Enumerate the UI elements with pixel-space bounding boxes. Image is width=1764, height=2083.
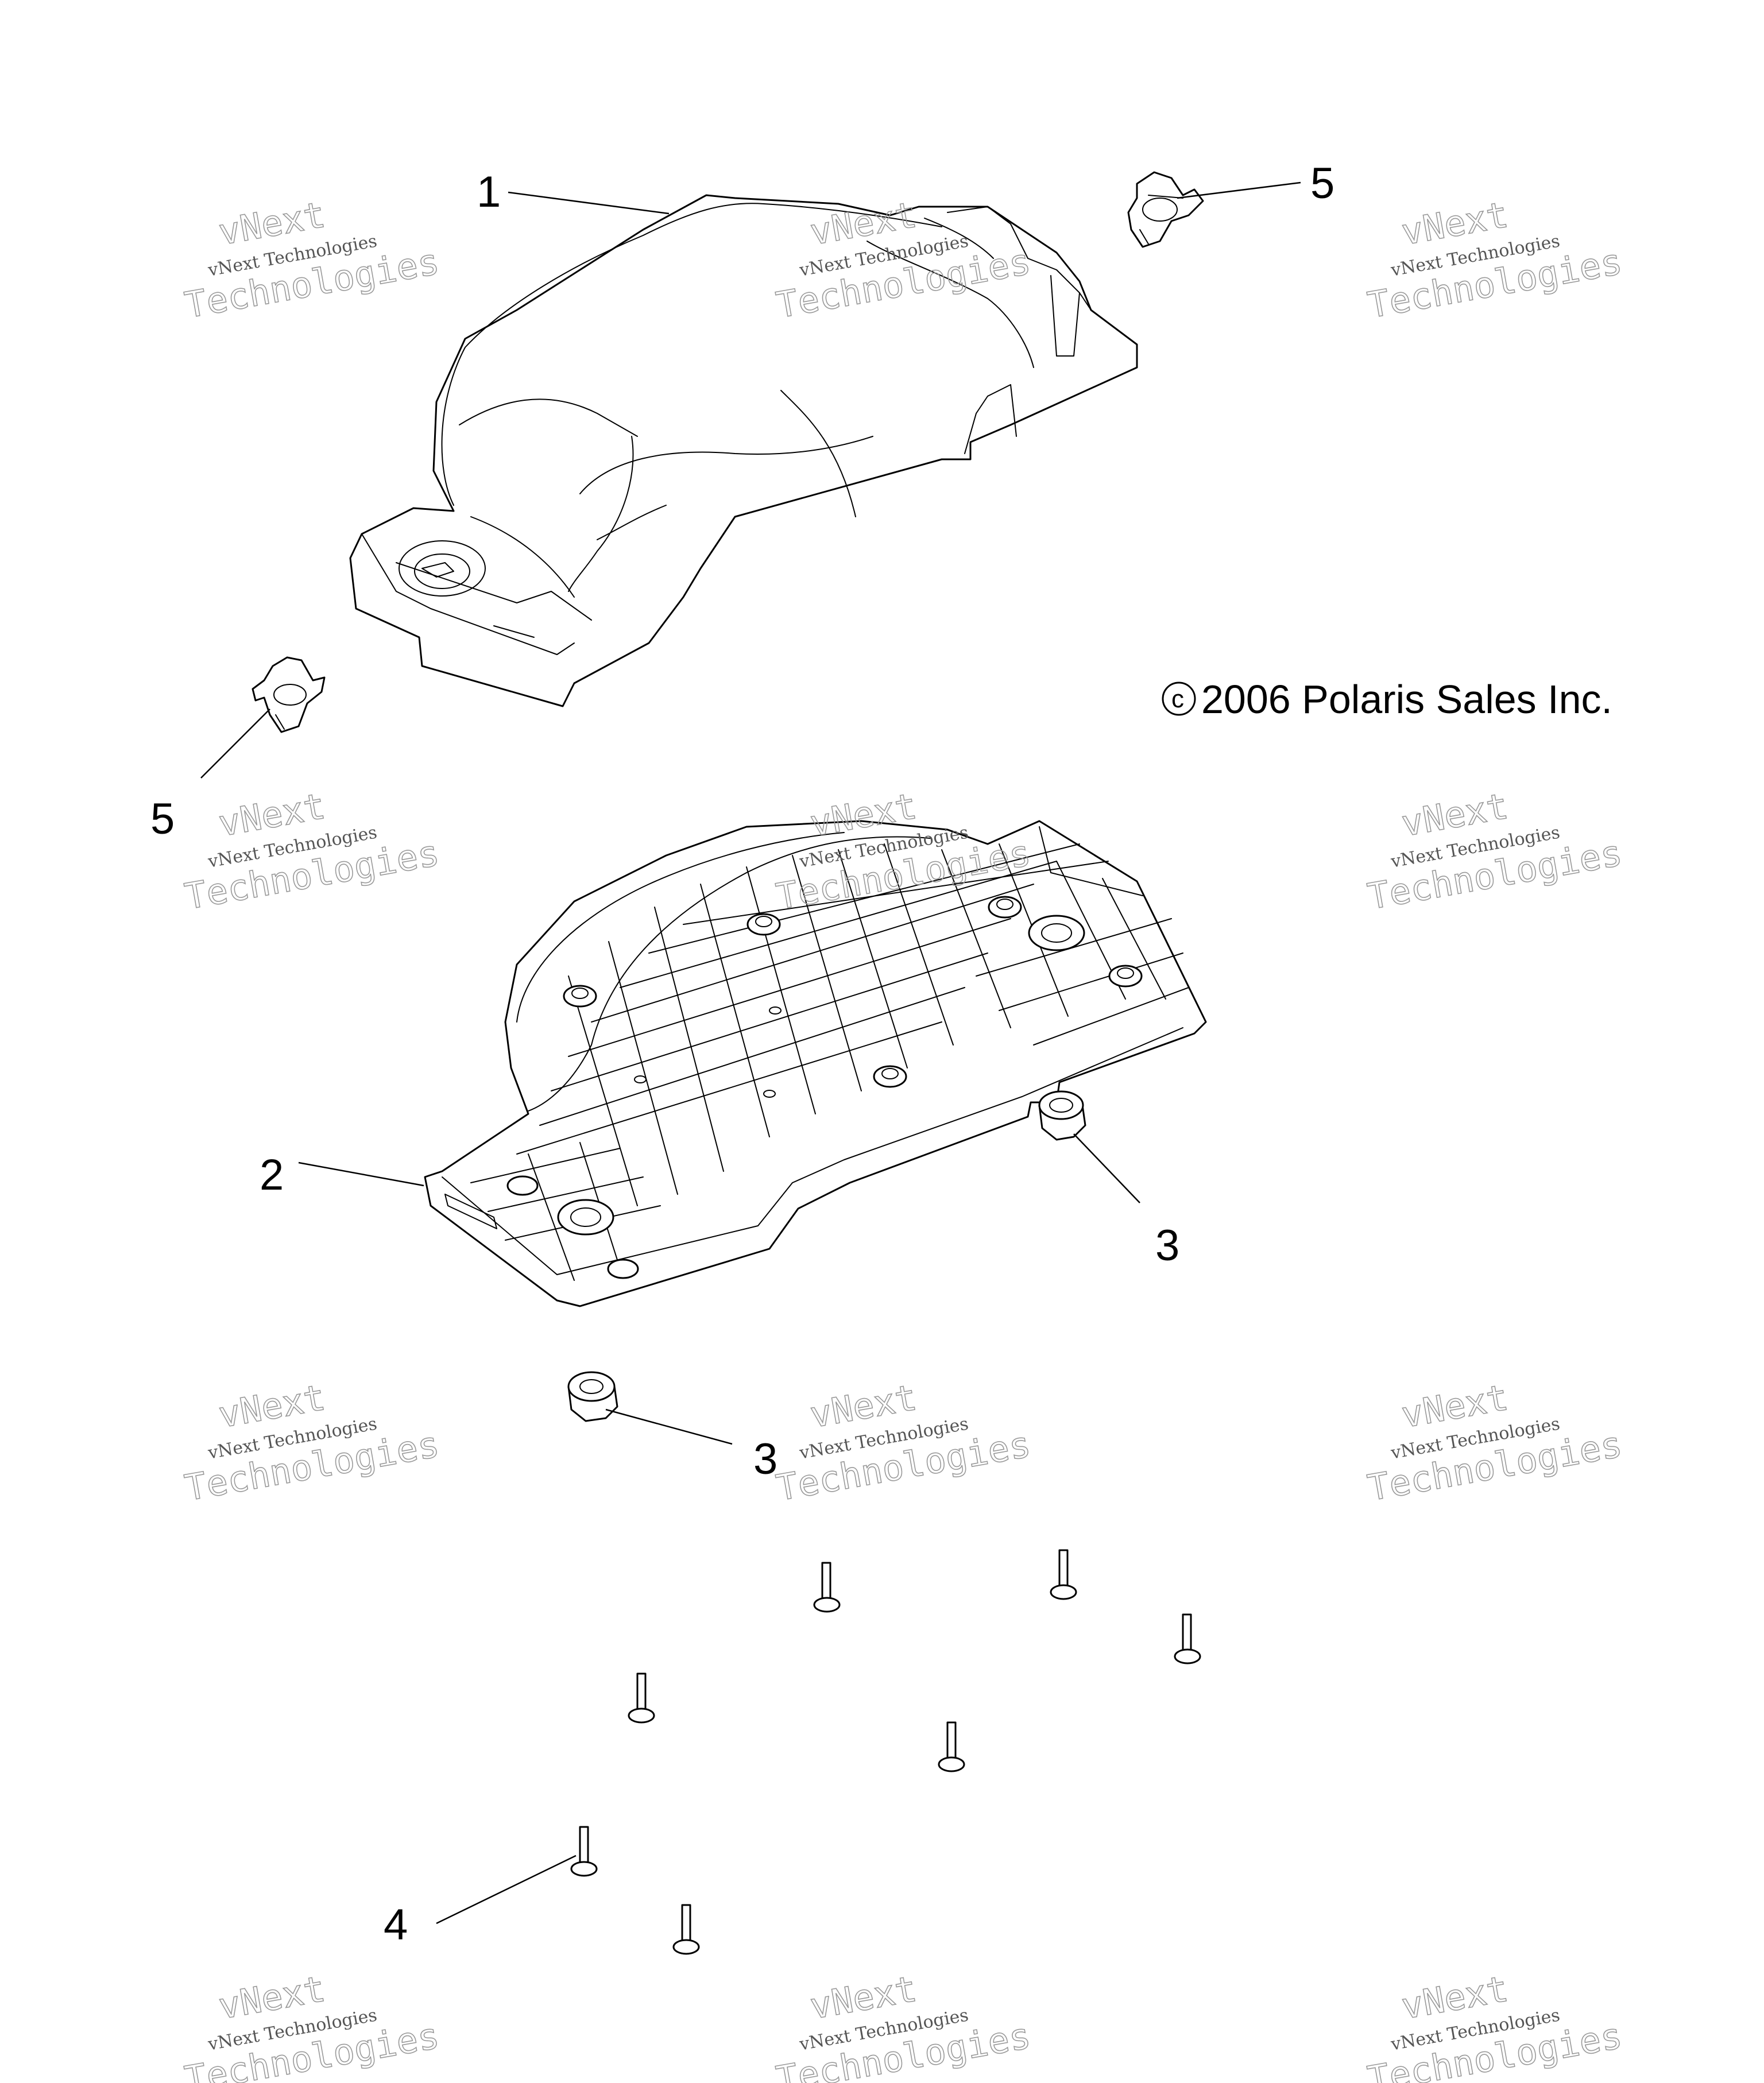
- part-5-latch-top: [1127, 171, 1204, 248]
- watermark: vNext vNext Technologies Technologies: [1364, 193, 1626, 327]
- part-1-cover: [349, 194, 1138, 707]
- watermark: vNext vNext Technologies Technologies: [181, 1967, 443, 2083]
- watermark: vNext vNext Technologies Technologies: [773, 193, 1034, 327]
- part-2-base-tray: [424, 820, 1207, 1307]
- watermarks: vNext vNext Technologies Technologies vN…: [181, 193, 1626, 2083]
- watermark: vNext vNext Technologies Technologies: [773, 1967, 1034, 2083]
- screw: [1050, 1549, 1077, 1600]
- callouts: 1 5 5 2 3 3 4: [150, 159, 1334, 1949]
- callout-2: 2: [260, 1151, 284, 1199]
- callout-5-left: 5: [150, 795, 175, 843]
- watermark: vNext vNext Technologies Technologies: [1364, 784, 1626, 918]
- watermark: vNext vNext Technologies Technologies: [773, 1376, 1034, 1509]
- screw: [813, 1562, 841, 1613]
- watermark: vNext vNext Technologies Technologies: [1364, 1967, 1626, 2083]
- part-3-grommet-right: [1038, 1090, 1086, 1141]
- watermark: vNext vNext Technologies Technologies: [1364, 1376, 1626, 1509]
- callout-3-lower: 3: [753, 1435, 777, 1484]
- watermark: vNext vNext Technologies Technologies: [181, 784, 443, 918]
- watermark: vNext vNext Technologies Technologies: [181, 193, 443, 327]
- callout-1: 1: [477, 168, 501, 216]
- leader-lines: [200, 181, 1301, 1925]
- screw: [938, 1721, 965, 1772]
- screw: [628, 1672, 655, 1724]
- callout-4: 4: [384, 1900, 408, 1949]
- part-5-latch-left: [252, 656, 326, 733]
- screw: [570, 1826, 598, 1877]
- copyright-text: 2006 Polaris Sales Inc.: [1201, 677, 1612, 722]
- tray-bosses: [506, 896, 1143, 1279]
- callout-5-top: 5: [1310, 159, 1334, 208]
- watermark: vNext vNext Technologies Technologies: [181, 1376, 443, 1509]
- watermark: vNext vNext Technologies Technologies: [773, 784, 1034, 918]
- copyright-symbol: c: [1171, 685, 1184, 713]
- part-4-screws: [570, 1549, 1201, 1955]
- screw: [1174, 1613, 1201, 1664]
- part-3-grommet-lower: [567, 1371, 618, 1422]
- copyright-notice: c 2006 Polaris Sales Inc.: [1162, 677, 1612, 722]
- screw: [672, 1904, 700, 1955]
- callout-3-right: 3: [1155, 1221, 1179, 1270]
